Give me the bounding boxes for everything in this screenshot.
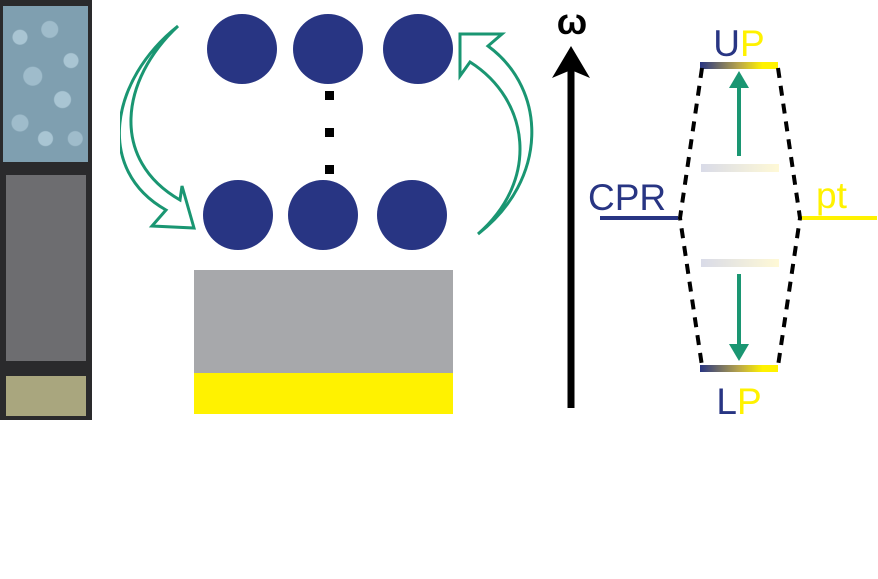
curved-arrow-up-icon [458,32,534,236]
axis-label-omega: ω [557,1,587,42]
upper-polariton-label: UP [713,23,764,64]
sem-substrate-layer [6,376,86,416]
top-particle-row [207,14,453,84]
axis-arrowhead-icon [552,46,590,78]
cpr-label: CPR [588,177,666,218]
right-correlation-dashes [776,67,803,367]
left-correlation-dashes [677,67,704,367]
ellipsis-dots [325,91,334,174]
particle [288,180,358,250]
particle [207,14,277,84]
particle [377,180,447,250]
pt-label: pt [816,175,848,216]
energy-level-diagram: ω UP LP CPR pt [552,1,877,420]
sem-spacer-layer [6,175,86,361]
dot [325,165,334,174]
bottom-particle-row [203,180,447,250]
particle [383,14,453,84]
upper-polariton-level [700,62,778,69]
particle [203,180,273,250]
curved-arrow-down-icon [120,24,197,230]
arrow-down-icon [729,344,749,361]
lower-polariton-level [700,365,778,372]
sem-nanoparticle-layer [3,6,88,162]
dot [325,128,334,137]
lower-polariton-label: LP [716,381,761,420]
metal-film-block [194,373,453,414]
sem-image-panel [0,0,92,420]
particle [293,14,363,84]
nanoparticle-schematic [120,14,534,414]
uncoupled-level-upper [701,164,779,172]
arrow-up-icon [729,71,749,88]
spacer-block [194,270,453,373]
uncoupled-level-lower [701,259,779,267]
dot [325,91,334,100]
